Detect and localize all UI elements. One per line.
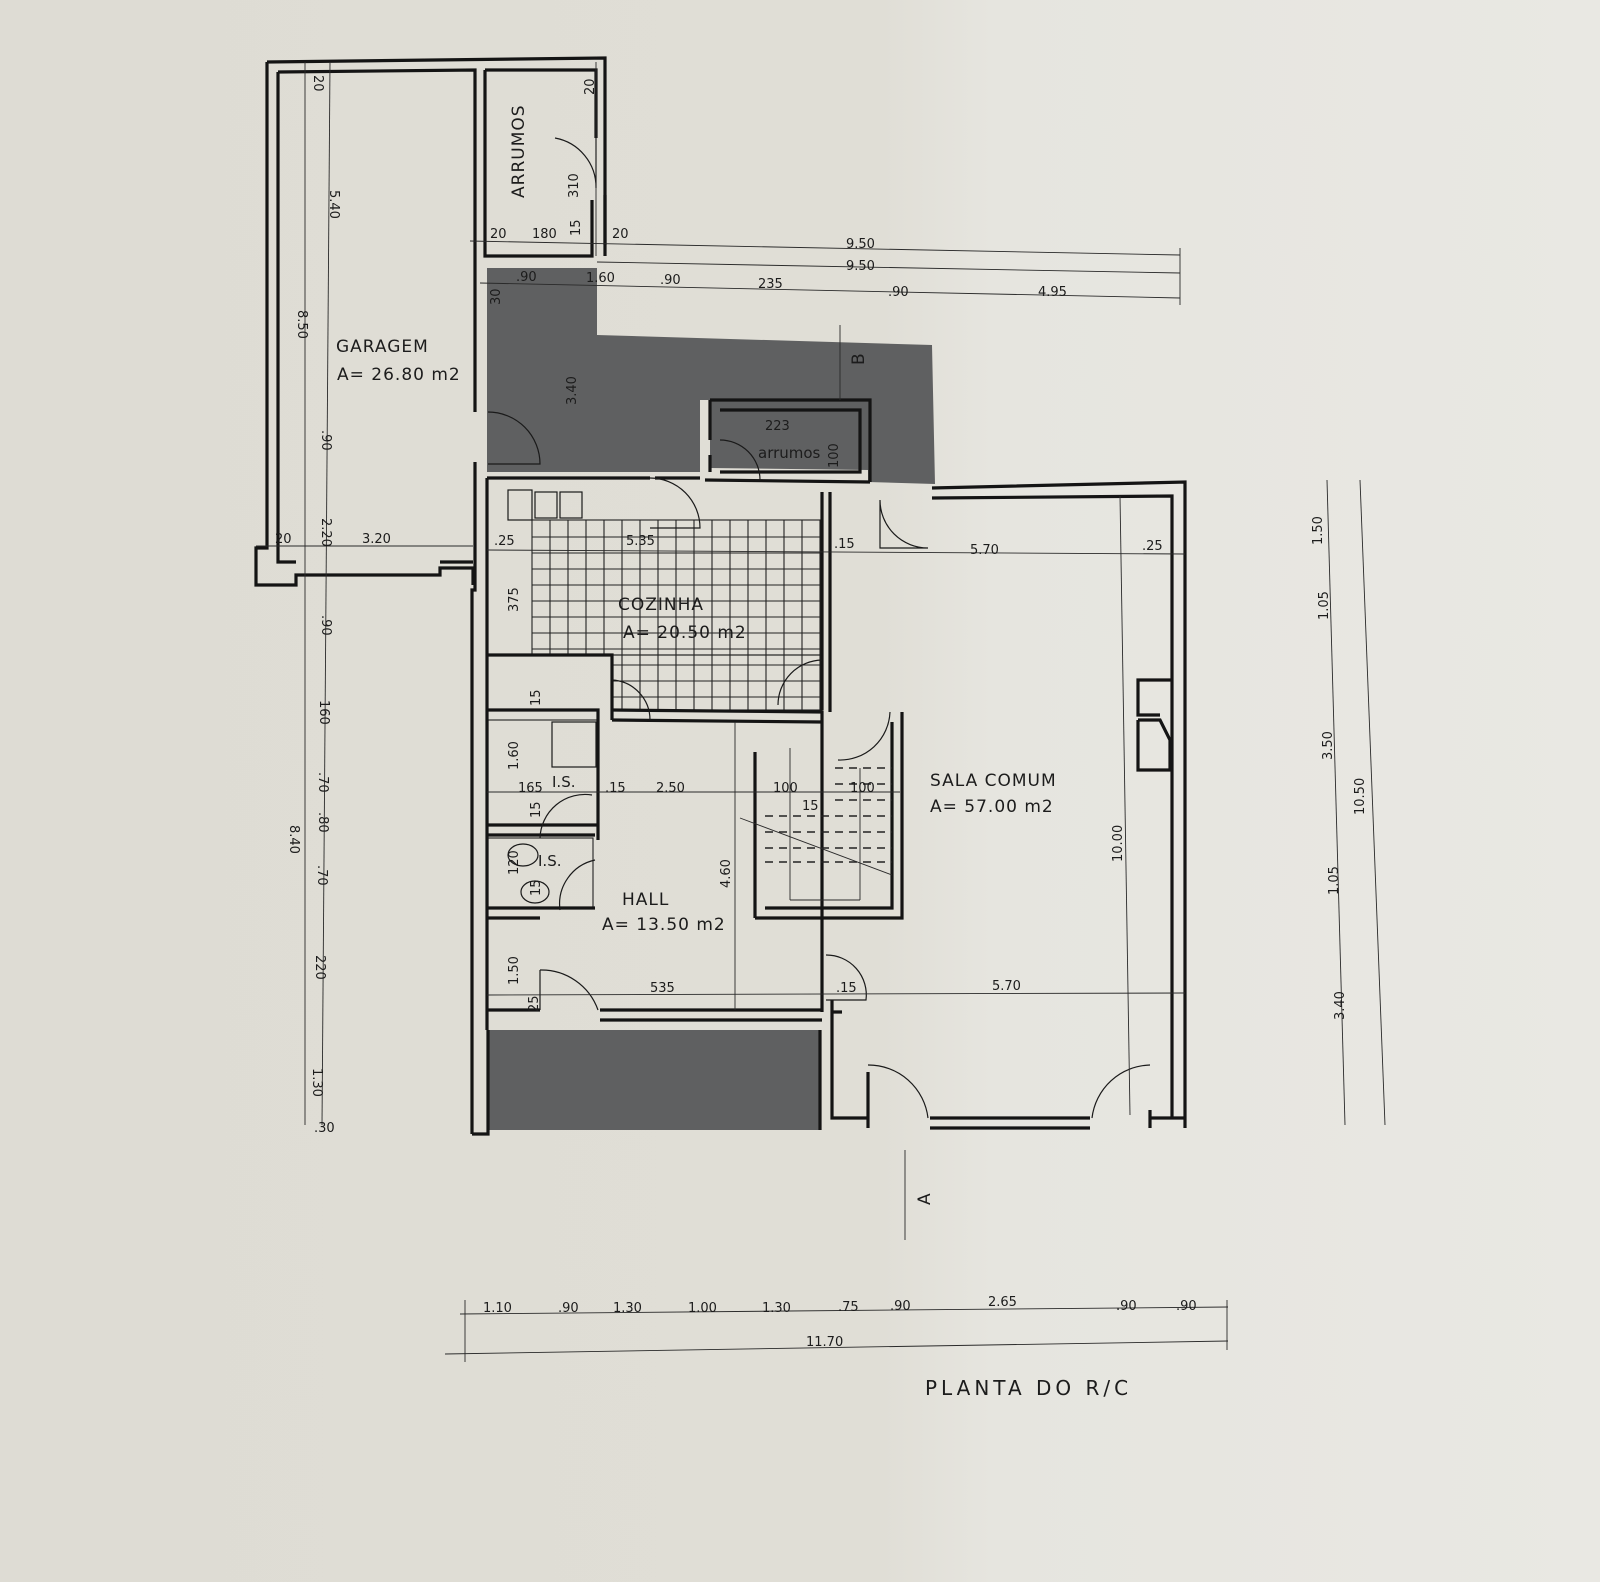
dim: 1.60 (586, 271, 615, 286)
dim: 1.05 (1327, 866, 1342, 895)
dim: 15 (529, 689, 544, 706)
dim: 535 (650, 981, 675, 996)
dim: 15 (802, 799, 819, 814)
dim: 20 (275, 532, 292, 547)
dim: 100 (827, 443, 842, 468)
dim: 5.70 (970, 543, 999, 558)
dim: 15 (569, 219, 584, 236)
dim: 5.35 (626, 534, 655, 549)
dim: 15 (529, 801, 544, 818)
dim: 235 (758, 277, 783, 292)
dim: 1.00 (688, 1301, 717, 1316)
stairs (739, 748, 893, 901)
arrumos-small-label: arrumos (758, 444, 821, 462)
dim: 375 (507, 587, 522, 612)
arrumos-label: ARRUMOS (509, 104, 529, 198)
dim: 8.40 (286, 825, 301, 854)
dim: .30 (314, 1121, 335, 1136)
dim: 20 (612, 227, 629, 242)
hall-label: HALL (622, 890, 669, 910)
dim: 310 (567, 173, 582, 198)
dim: .90 (1116, 1299, 1137, 1314)
dim: .70 (314, 865, 329, 886)
dim: 2.20 (318, 518, 333, 547)
is1-label: I.S. (552, 773, 575, 791)
dim: 100 (773, 781, 798, 796)
dim: 1.50 (507, 956, 522, 985)
dim: 120 (507, 850, 522, 875)
dim: .75 (838, 1300, 859, 1315)
section-marker-a: A (915, 1192, 935, 1205)
dim: 4.95 (1038, 285, 1067, 300)
dim: 1.30 (309, 1068, 324, 1097)
dim: .25 (494, 534, 515, 549)
fixtures (507, 489, 597, 904)
dim: 3.40 (565, 376, 580, 405)
dim: .90 (660, 273, 681, 288)
hall-area: A= 13.50 m2 (602, 915, 726, 935)
dim: 1.50 (1311, 516, 1326, 545)
dim: .90 (318, 430, 333, 451)
dim: 30 (489, 288, 504, 305)
dim: 160 (316, 700, 331, 725)
dim: 20 (310, 75, 325, 92)
kitchen-tiles (531, 519, 823, 711)
dim: 180 (532, 227, 557, 242)
dim: .25 (1142, 539, 1163, 554)
dim: 15 (529, 879, 544, 896)
walls (254, 56, 1187, 1136)
dim: .15 (605, 781, 626, 796)
dim: 220 (312, 955, 327, 980)
dim: .15 (836, 981, 857, 996)
shaded-areas (487, 268, 935, 1130)
dim: 1.60 (507, 741, 522, 770)
dim: .70 (315, 772, 330, 793)
dim: .90 (318, 615, 333, 636)
section-marker-b: B (849, 352, 869, 365)
is2-label: I.S. (538, 852, 561, 870)
garagem-label: GARAGEM (336, 337, 429, 357)
dim: 1.10 (483, 1301, 512, 1316)
garagem-area: A= 26.80 m2 (337, 365, 461, 385)
dim: 4.60 (719, 859, 734, 888)
dim: 2.50 (656, 781, 685, 796)
dim: .90 (890, 1299, 911, 1314)
dim: 8.50 (294, 310, 309, 339)
dim: .15 (834, 537, 855, 552)
dim: 20 (583, 78, 598, 95)
dim: 9.50 (846, 237, 875, 252)
sala-label: SALA COMUM (930, 771, 1057, 791)
dimension-labels: 20 5.40 8.50 .90 2.20 20 3.20 20 180 15 … (275, 75, 1368, 1350)
dim: 25 (527, 995, 542, 1012)
sala-area: A= 57.00 m2 (930, 797, 1054, 817)
dim: 165 (518, 781, 543, 796)
room-labels: GARAGEM A= 26.80 m2 ARRUMOS arrumos COZI… (336, 104, 1132, 1400)
dim: 1.05 (1317, 591, 1332, 620)
dim: 5.70 (992, 979, 1021, 994)
dim: 9.50 (846, 259, 875, 274)
dim: 223 (765, 419, 790, 434)
dim: .90 (888, 285, 909, 300)
dim: 3.40 (1333, 991, 1348, 1020)
dim: 100 (850, 781, 875, 796)
dim: 1.30 (762, 1301, 791, 1316)
cozinha-area: A= 20.50 m2 (623, 623, 747, 643)
dim: 3.50 (1321, 731, 1336, 760)
dim: 10.00 (1111, 825, 1126, 862)
drawing-title: PLANTA DO R/C (925, 1376, 1132, 1400)
dim: .90 (1176, 1299, 1197, 1314)
doors (487, 137, 1151, 1119)
dim: 1.30 (613, 1301, 642, 1316)
dim: 5.40 (326, 190, 341, 219)
dim: 3.20 (362, 532, 391, 547)
dim: .90 (558, 1301, 579, 1316)
dim: .90 (516, 270, 537, 285)
dim: .80 (315, 812, 330, 833)
dimension-lines (256, 61, 1386, 1362)
dim: 10.50 (1353, 778, 1368, 815)
cozinha-label: COZINHA (618, 595, 704, 615)
dim: 11.70 (806, 1335, 843, 1350)
dim: 20 (490, 227, 507, 242)
dim: 2.65 (988, 1295, 1017, 1310)
